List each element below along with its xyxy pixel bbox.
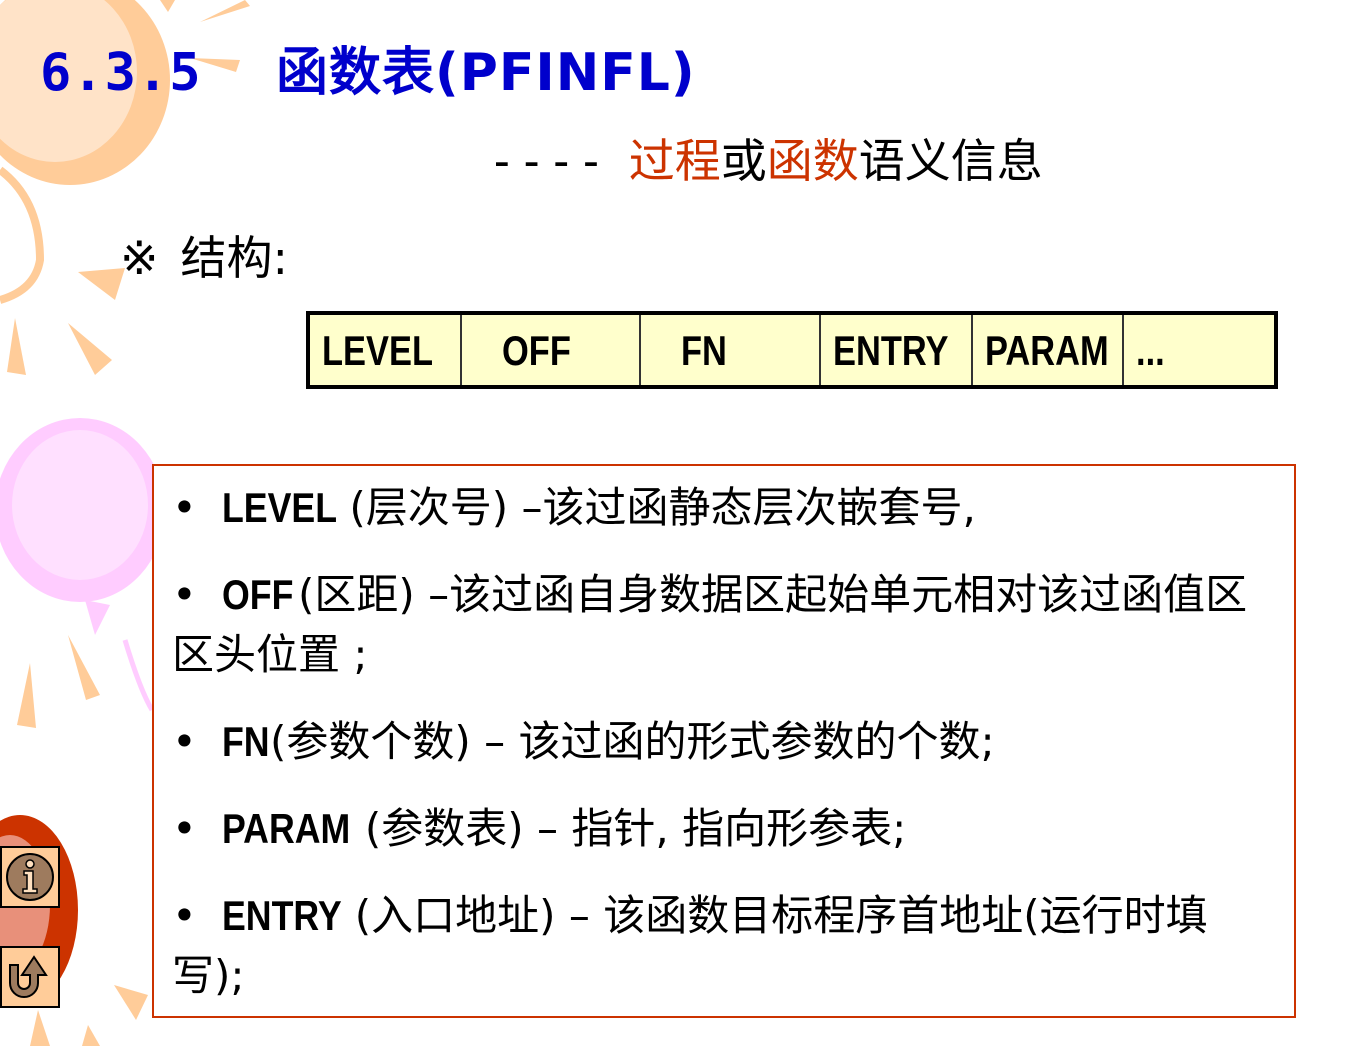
field-description: (入口地址) – 该函数目标程序首地址(运行时填写); <box>172 891 1208 1000</box>
field-cell-param: PARAM <box>973 315 1125 385</box>
bullet: • <box>172 804 197 853</box>
section-number: 6.3.5 <box>40 43 202 103</box>
field-label: LEVEL <box>322 327 433 374</box>
bullet: • <box>172 570 197 619</box>
subtitle-part: 函数 <box>766 134 859 188</box>
structure-table: LEVEL OFF FN ENTRY PARAM ... <box>306 311 1278 389</box>
field-key: PARAM <box>222 805 351 852</box>
structure-heading: ※ 结构: <box>120 222 288 288</box>
bullet: • <box>172 891 197 940</box>
subtitle: ---- 过程或函数语义信息 <box>488 125 1043 191</box>
reference-mark-icon: ※ <box>120 231 159 285</box>
description-item-off: • OFF(区距) –该过函自身数据区起始单元相对该过函值区区头位置 ; <box>172 565 1278 685</box>
info-icon <box>6 853 54 901</box>
field-key: LEVEL <box>222 484 338 531</box>
subtitle-part: 语义信息 <box>858 134 1043 188</box>
field-key: OFF <box>222 571 294 618</box>
field-cell-fn: FN <box>641 315 822 385</box>
description-box: • LEVEL(层次号) –该过函静态层次嵌套号, • OFF(区距) –该过函自身… <box>152 464 1296 1018</box>
return-arrow-icon <box>9 955 48 998</box>
field-label: FN <box>681 327 728 374</box>
description-item-level: • LEVEL(层次号) –该过函静态层次嵌套号, <box>172 478 1278 538</box>
subtitle-part: 或 <box>720 134 767 188</box>
field-description: (层次号) –该过函静态层次嵌套号, <box>349 483 976 532</box>
page-title: 6.3.5 函数表(PFINFL) <box>40 30 696 105</box>
field-cell-off: OFF <box>462 315 642 385</box>
field-description: (参数表) – 指针, 指向形参表; <box>364 804 907 853</box>
field-cell-level: LEVEL <box>310 315 462 385</box>
field-label: OFF <box>501 327 571 374</box>
field-description: (参数个数) – 该过函的形式参数的个数; <box>270 717 995 766</box>
field-cell-more: ... <box>1124 315 1274 385</box>
field-cell-entry: ENTRY <box>821 315 973 385</box>
description-item-fn: • FN(参数个数) – 该过函的形式参数的个数; <box>172 712 1278 772</box>
return-button[interactable] <box>0 946 60 1008</box>
bullet: • <box>172 483 197 532</box>
description-item-entry: • ENTRY(入口地址) – 该函数目标程序首地址(运行时填写); <box>172 886 1278 1006</box>
subtitle-dashes: ---- <box>488 134 607 188</box>
description-item-param: • PARAM (参数表) – 指针, 指向形参表; <box>172 799 1278 859</box>
field-key: ENTRY <box>222 892 342 939</box>
structure-label: 结构: <box>180 231 289 285</box>
field-label: ENTRY <box>833 327 949 374</box>
field-description: (区距) –该过函自身数据区起始单元相对该过函值区区头位置 ; <box>172 570 1248 679</box>
bullet: • <box>172 717 197 766</box>
subtitle-part: 过程 <box>628 134 721 188</box>
info-button[interactable] <box>0 846 60 908</box>
field-key: FN <box>222 718 270 765</box>
field-label: PARAM <box>984 327 1109 374</box>
field-label: ... <box>1136 327 1166 374</box>
section-title: 函数表(PFINFL) <box>276 43 696 103</box>
